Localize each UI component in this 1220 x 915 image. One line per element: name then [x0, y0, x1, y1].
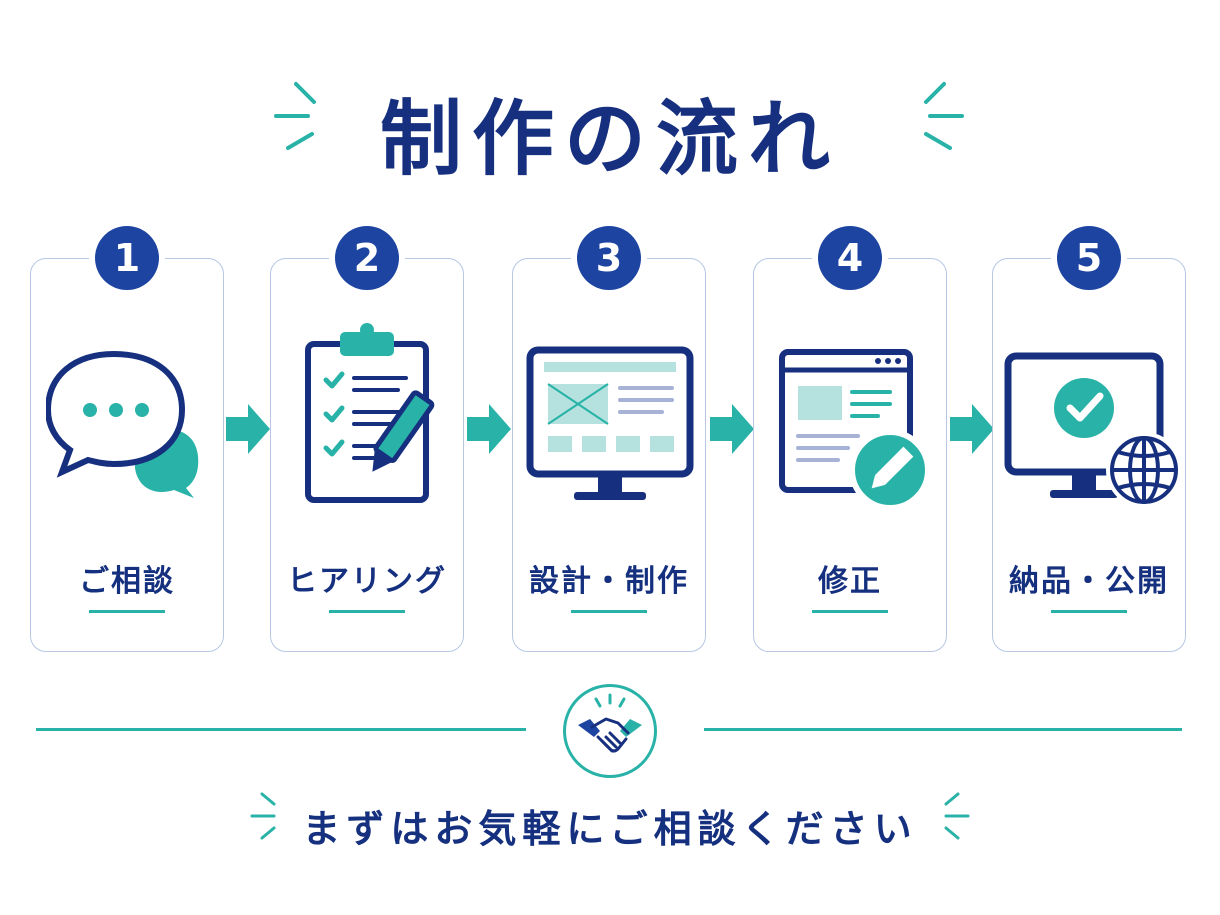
- cta-burst-left-icon: [250, 792, 276, 840]
- divider-right: [704, 728, 1182, 731]
- monitor-check-globe-icon: [1004, 352, 1182, 508]
- step-underline-5: [1051, 610, 1127, 613]
- arrow-right-icon: [467, 404, 511, 454]
- arrow-right-icon: [710, 404, 754, 454]
- step-label-1: ご相談: [79, 564, 175, 599]
- step-underline-4: [812, 610, 888, 613]
- cta-burst-right-icon: [944, 792, 970, 840]
- divider-left: [36, 728, 526, 731]
- step-badge-1: 1: [95, 226, 159, 290]
- step-badge-5: 5: [1057, 226, 1121, 290]
- arrow-right-icon: [226, 404, 270, 454]
- step-label-2: ヒアリング: [287, 564, 447, 599]
- step-label-3: 設計・制作: [529, 564, 689, 599]
- monitor-wireframe-icon: [526, 346, 694, 500]
- page-title: 制作の流れ: [379, 92, 840, 187]
- step-label-4: 修正: [818, 564, 882, 599]
- step-badge-2: 2: [335, 226, 399, 290]
- handshake-icon: [578, 693, 642, 753]
- step-underline-2: [329, 610, 405, 613]
- clipboard-checklist-icon: [305, 323, 435, 503]
- title-burst-right-icon: [924, 82, 964, 150]
- cta-text: まずはお気軽にご相談ください: [302, 807, 918, 851]
- handshake-badge: [563, 684, 657, 778]
- step-underline-1: [89, 610, 165, 613]
- step-underline-3: [571, 610, 647, 613]
- step-badge-4: 4: [818, 226, 882, 290]
- step-label-5: 納品・公開: [1009, 564, 1169, 599]
- title-burst-left-icon: [274, 82, 316, 150]
- browser-edit-icon: [779, 349, 931, 511]
- chat-bubbles-icon: [46, 350, 199, 498]
- arrow-right-icon: [950, 404, 994, 454]
- step-badge-3: 3: [577, 226, 641, 290]
